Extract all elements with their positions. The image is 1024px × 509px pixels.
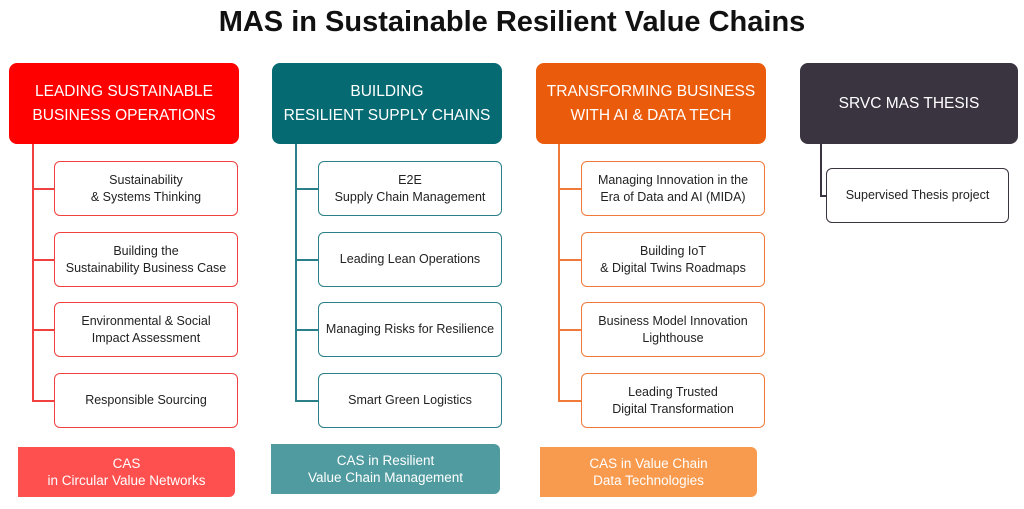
thesis-header: SRVC MAS THESIS <box>800 63 1018 144</box>
module-box: Managing Risks for Resilience <box>318 302 502 357</box>
module-box: Business Model Innovation Lighthouse <box>581 302 765 357</box>
module-box: Environmental & Social Impact Assessment <box>54 302 238 357</box>
cas-box: CAS in Resilient Value Chain Management <box>271 444 500 494</box>
connector-line <box>295 329 318 331</box>
connector-line <box>32 400 54 402</box>
column-header: TRANSFORMING BUSINESS WITH AI & DATA TEC… <box>536 63 766 144</box>
connector-line <box>558 144 560 401</box>
connector-line <box>32 329 54 331</box>
connector-line <box>32 188 54 190</box>
connector-line <box>295 259 318 261</box>
connector-line <box>295 188 318 190</box>
connector-line <box>558 188 581 190</box>
module-box: Leading Lean Operations <box>318 232 502 287</box>
cas-box: CAS in Value Chain Data Technologies <box>540 447 757 497</box>
connector-line <box>295 144 297 401</box>
module-box: Building IoT & Digital Twins Roadmaps <box>581 232 765 287</box>
module-box: Smart Green Logistics <box>318 373 502 428</box>
column-header: BUILDING RESILIENT SUPPLY CHAINS <box>272 63 502 144</box>
thesis-item: Supervised Thesis project <box>826 168 1009 223</box>
module-box: E2E Supply Chain Management <box>318 161 502 216</box>
module-box: Building the Sustainability Business Cas… <box>54 232 238 287</box>
module-box: Sustainability & Systems Thinking <box>54 161 238 216</box>
connector-line <box>558 259 581 261</box>
connector-line <box>295 400 318 402</box>
module-box: Responsible Sourcing <box>54 373 238 428</box>
connector-line <box>820 195 826 197</box>
connector-line <box>32 259 54 261</box>
module-box: Leading Trusted Digital Transformation <box>581 373 765 428</box>
module-box: Managing Innovation in the Era of Data a… <box>581 161 765 216</box>
page-title: MAS in Sustainable Resilient Value Chain… <box>218 6 806 38</box>
cas-box: CAS in Circular Value Networks <box>18 447 235 497</box>
column-header: LEADING SUSTAINABLE BUSINESS OPERATIONS <box>9 63 239 144</box>
connector-line <box>32 144 34 401</box>
connector-line <box>558 329 581 331</box>
connector-line <box>820 144 822 196</box>
connector-line <box>558 400 581 402</box>
